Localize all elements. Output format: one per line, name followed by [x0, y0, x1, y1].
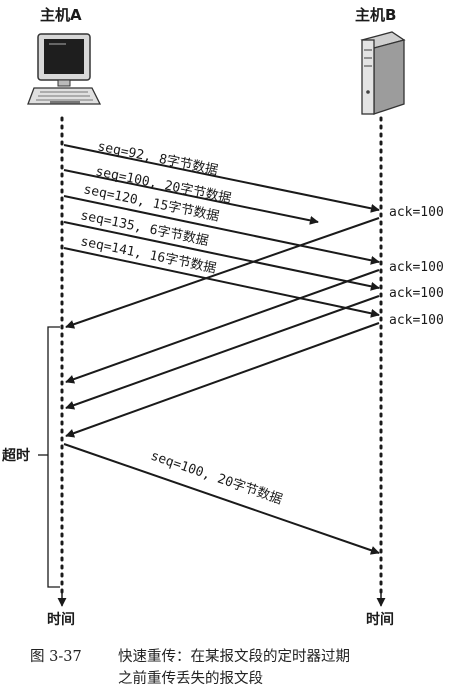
host-b-label: 主机B — [355, 6, 396, 24]
timeout-label: 超时 — [1, 447, 30, 464]
segment-arrow — [63, 144, 380, 213]
ack-arrow — [65, 217, 380, 329]
segment-arrow — [63, 247, 380, 318]
caption-line-2: 之前重传丢失的报文段 — [118, 671, 263, 687]
ack-label: ack=100 — [389, 313, 444, 328]
caption-line-1: 快速重传：在某报文段的定时器过期 — [118, 649, 350, 665]
host-b-time-label: 时间 — [366, 611, 394, 628]
ack-label: ack=100 — [389, 286, 444, 301]
retransmission-label: seq=100, 20字节数据 — [149, 449, 284, 508]
ack-label: ack=100 — [389, 205, 444, 220]
segment-arrow — [63, 195, 380, 265]
ack-arrow — [65, 295, 380, 410]
segment-arrow-lost — [63, 169, 319, 225]
timeout-bracket — [47, 326, 60, 588]
ack-arrow — [65, 269, 380, 384]
ack-arrow — [65, 322, 380, 438]
host-a-label: 主机A — [40, 6, 82, 24]
figure-number: 图 3-37 — [30, 649, 82, 665]
retransmission-arrow — [63, 443, 380, 555]
ack-label: ack=100 — [389, 260, 444, 275]
figure-caption: 图 3-37 快速重传：在某报文段的定时器过期 之前重传丢失的报文段 — [30, 646, 450, 690]
server-tower-icon — [360, 31, 406, 115]
segment-arrow — [63, 221, 380, 291]
desktop-computer-icon — [27, 33, 102, 105]
host-a-time-label: 时间 — [47, 611, 75, 628]
